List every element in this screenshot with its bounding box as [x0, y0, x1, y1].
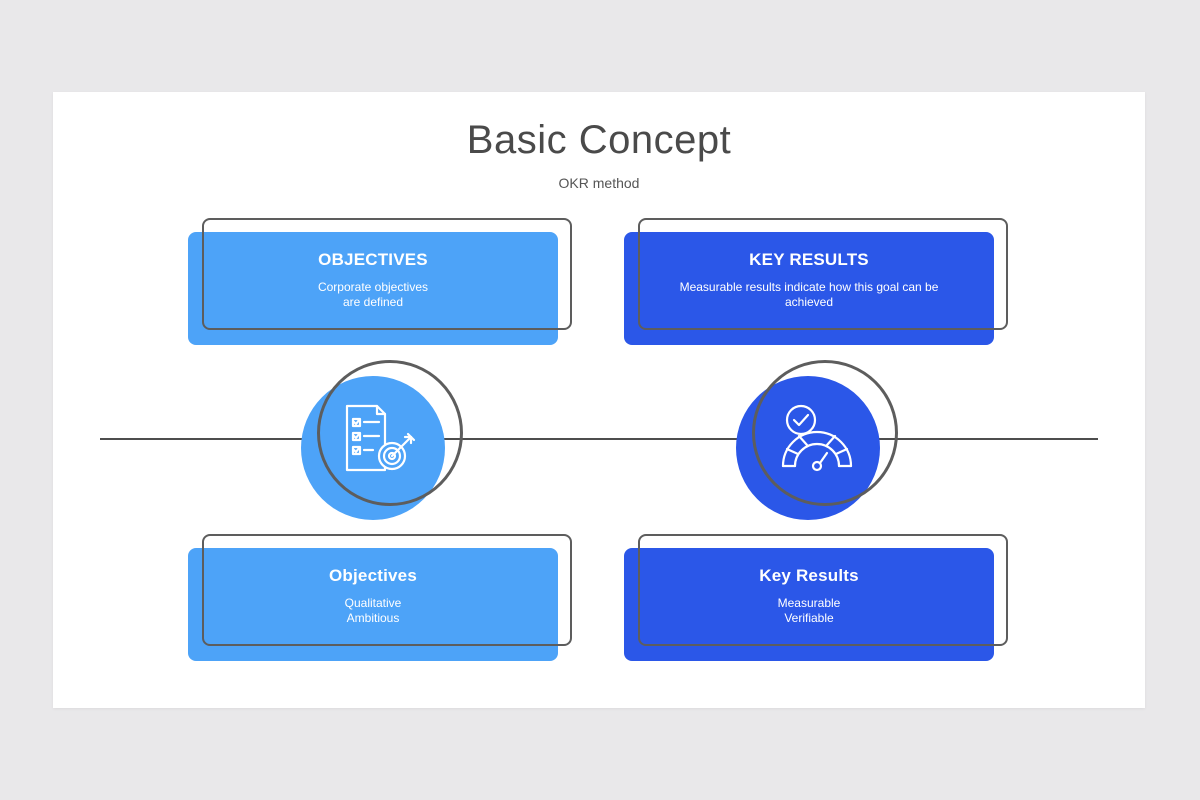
key-results-card-outline [638, 218, 1008, 330]
objectives-traits-list: Qualitative Ambitious [188, 596, 558, 626]
key-results-description-line: achieved [784, 295, 834, 309]
timeline-line [100, 438, 1098, 440]
key-results-circle-ring [752, 360, 898, 506]
key-results-trait: Verifiable [784, 611, 834, 625]
objectives-heading: OBJECTIVES [318, 250, 428, 269]
key-results-traits-card: Key Results Measurable Verifiable [624, 548, 994, 661]
objectives-card: OBJECTIVES Corporate objectives are defi… [188, 232, 558, 345]
key-results-traits-heading: Key Results [759, 566, 859, 585]
objectives-trait: Qualitative [344, 596, 402, 610]
objectives-trait: Ambitious [346, 611, 400, 625]
key-results-traits-card-outline [638, 534, 1008, 646]
key-results-description: Measurable results indicate how this goa… [624, 280, 994, 310]
objectives-traits-card: Objectives Qualitative Ambitious [188, 548, 558, 661]
slide-title: Basic Concept [466, 118, 732, 162]
objectives-description: Corporate objectives are defined [188, 280, 558, 310]
objectives-circle-ring [317, 360, 463, 506]
objectives-description-line: are defined [342, 295, 404, 309]
key-results-traits-list: Measurable Verifiable [624, 596, 994, 626]
key-results-description-line: Measurable results indicate how this goa… [679, 280, 939, 294]
objectives-card-outline [202, 218, 572, 330]
key-results-card: KEY RESULTS Measurable results indicate … [624, 232, 994, 345]
key-results-heading: KEY RESULTS [749, 250, 869, 269]
objectives-traits-heading: Objectives [329, 566, 417, 585]
objectives-description-line: Corporate objectives [317, 280, 429, 294]
slide: Basic Concept OKR method OBJECTIVES Corp… [53, 92, 1145, 708]
key-results-trait: Measurable [777, 596, 841, 610]
objectives-traits-card-outline [202, 534, 572, 646]
slide-subtitle: OKR method [558, 175, 640, 191]
